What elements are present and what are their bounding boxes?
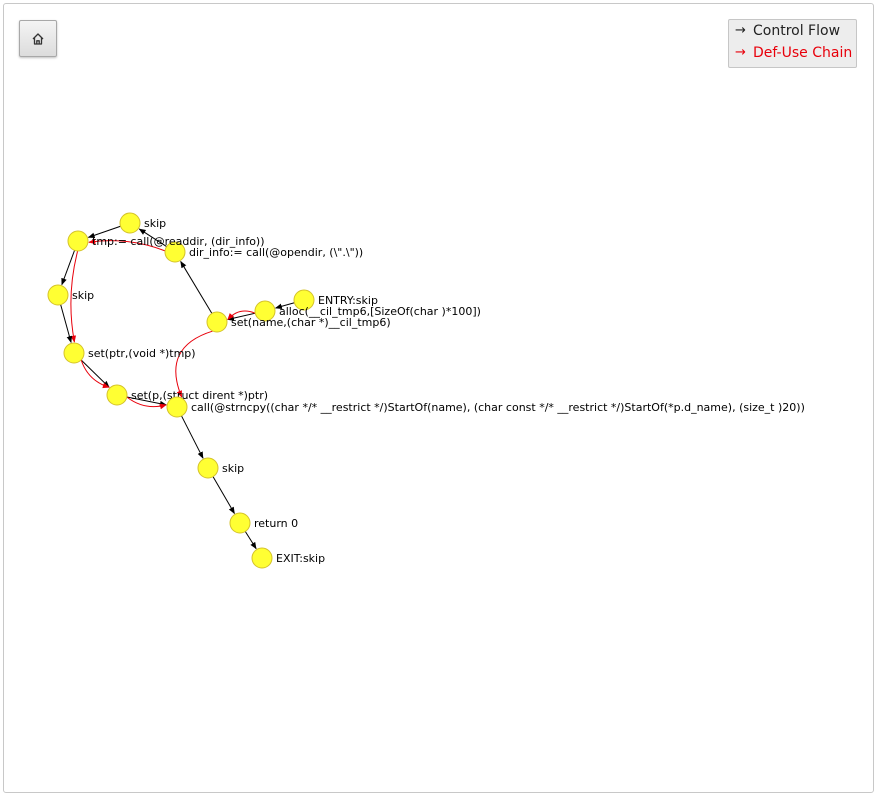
node-circle-readdir[interactable]: [67, 230, 89, 252]
graph-node-alloc[interactable]: alloc(__cil_tmp6,[SizeOf(char )*100]): [254, 300, 481, 322]
control-edge-strncpy-skip3[interactable]: [181, 415, 204, 459]
graph-node-skip3[interactable]: skip: [197, 457, 244, 479]
legend-control-flow[interactable]: → Control Flow: [735, 20, 856, 42]
node-label-readdir: tmp:= call(@readdir, (dir_info)): [92, 235, 265, 248]
graph-node-setptr[interactable]: set(ptr,(void *)tmp): [63, 342, 196, 364]
node-label-opendir: dir_info:= call(@opendir, (\".\")): [189, 246, 363, 259]
node-label-setp: set(p,(struct dirent *)ptr): [131, 389, 268, 402]
node-circle-skip3[interactable]: [197, 457, 219, 479]
node-circle-setptr[interactable]: [63, 342, 85, 364]
control-edge-opendir-skip1[interactable]: [138, 228, 167, 248]
graph-node-opendir[interactable]: dir_info:= call(@opendir, (\".\")): [164, 241, 363, 263]
defuse-edge-setp-strncpy[interactable]: [126, 396, 167, 410]
control-edge-setptr-setp[interactable]: [80, 359, 110, 388]
graph-node-exit[interactable]: EXIT:skip: [251, 547, 325, 569]
graph-node-entry[interactable]: ENTRY:skip: [293, 289, 378, 311]
node-circle-opendir[interactable]: [164, 241, 186, 263]
node-label-strncpy: call(@strncpy((char */* __restrict */)St…: [191, 401, 805, 414]
arrow-right-icon: →: [735, 45, 746, 60]
node-label-ret: return 0: [254, 517, 298, 530]
defuse-edge-setname-strncpy[interactable]: [175, 330, 213, 398]
node-label-skip3: skip: [222, 462, 244, 475]
graph-node-skip1[interactable]: skip: [119, 212, 166, 234]
node-circle-skip2[interactable]: [47, 284, 69, 306]
graph-canvas-frame[interactable]: [3, 3, 874, 793]
node-circle-setp[interactable]: [106, 384, 128, 406]
defuse-edge-readdir-setptr[interactable]: [70, 250, 79, 343]
legend-def-use[interactable]: → Def-Use Chain: [735, 42, 856, 64]
graph-node-setname[interactable]: set(name,(char *)__cil_tmp6): [206, 311, 391, 333]
home-icon: [32, 32, 44, 45]
control-edge-ret-exit[interactable]: [244, 531, 257, 550]
node-circle-skip1[interactable]: [119, 212, 141, 234]
arrow-right-icon: →: [735, 23, 746, 38]
legend-control-flow-label: Control Flow: [753, 23, 841, 39]
node-circle-exit[interactable]: [251, 547, 273, 569]
node-circle-entry[interactable]: [293, 289, 315, 311]
control-edge-readdir-skip2[interactable]: [61, 250, 75, 286]
node-label-alloc: alloc(__cil_tmp6,[SizeOf(char )*100]): [279, 305, 481, 318]
control-edge-skip3-ret[interactable]: [212, 476, 235, 515]
node-label-entry: ENTRY:skip: [318, 294, 378, 307]
node-label-setptr: set(ptr,(void *)tmp): [88, 347, 196, 360]
node-circle-strncpy[interactable]: [166, 396, 188, 418]
control-edge-setp-strncpy[interactable]: [126, 396, 167, 407]
node-label-skip1: skip: [144, 217, 166, 230]
defuse-edge-setptr-setp[interactable]: [80, 359, 110, 389]
defuse-edge-alloc-setname[interactable]: [227, 310, 256, 321]
node-circle-ret[interactable]: [229, 512, 251, 534]
home-button[interactable]: [19, 20, 57, 57]
graph-node-setp[interactable]: set(p,(struct dirent *)ptr): [106, 384, 268, 406]
defuse-edge-opendir-readdir[interactable]: [88, 238, 166, 252]
legend-def-use-label: Def-Use Chain: [753, 45, 853, 61]
node-circle-setname[interactable]: [206, 311, 228, 333]
node-circle-alloc[interactable]: [254, 300, 276, 322]
control-edge-skip1-readdir[interactable]: [87, 225, 121, 238]
legend: → Control Flow → Def-Use Chain: [728, 19, 857, 68]
node-label-exit: EXIT:skip: [276, 552, 325, 565]
graph-node-skip2[interactable]: skip: [47, 284, 94, 306]
node-label-skip2: skip: [72, 289, 94, 302]
node-label-setname: set(name,(char *)__cil_tmp6): [231, 316, 391, 329]
control-edge-entry-alloc[interactable]: [274, 302, 295, 309]
graph-node-ret[interactable]: return 0: [229, 512, 298, 534]
control-edge-skip2-setptr[interactable]: [60, 304, 73, 344]
graph-node-strncpy[interactable]: call(@strncpy((char */* __restrict */)St…: [166, 396, 805, 418]
control-edge-setname-opendir[interactable]: [180, 260, 213, 314]
graph-node-readdir[interactable]: tmp:= call(@readdir, (dir_info)): [67, 230, 265, 252]
